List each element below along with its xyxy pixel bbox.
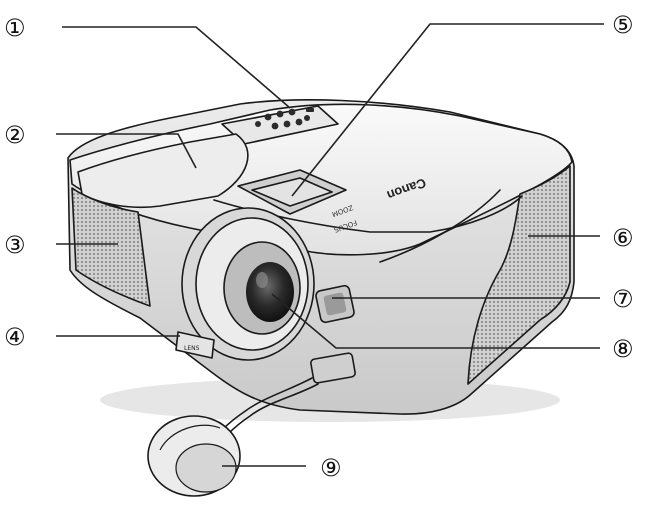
callout-2: ② bbox=[4, 121, 26, 149]
callout-8: ⑧ bbox=[612, 335, 634, 363]
lens-cap bbox=[147, 377, 319, 497]
callout-numbers: ① ② ③ ④ ⑤ ⑥ ⑦ ⑧ ⑨ bbox=[4, 11, 634, 482]
foot-label: LENS bbox=[184, 345, 200, 352]
leader-lines bbox=[56, 23, 604, 467]
leader-2 bbox=[56, 133, 197, 169]
leader-5 bbox=[291, 23, 604, 197]
left-vents bbox=[71, 187, 151, 307]
callout-1: ① bbox=[4, 14, 26, 42]
callout-4: ④ bbox=[4, 323, 26, 351]
control-panel bbox=[221, 105, 339, 145]
callout-9: ⑨ bbox=[320, 454, 342, 482]
callout-3: ③ bbox=[4, 231, 26, 259]
front-slot bbox=[310, 352, 356, 384]
projector-body: ZOOM FOCUS Canon LENS bbox=[67, 99, 575, 422]
right-vents bbox=[467, 165, 571, 385]
callout-6: ⑥ bbox=[612, 224, 634, 252]
leader-8 bbox=[271, 293, 600, 349]
lamp-cover bbox=[77, 133, 249, 209]
leader-1 bbox=[62, 26, 291, 109]
callout-7: ⑦ bbox=[612, 285, 634, 313]
adjuster-foot-button: LENS bbox=[175, 331, 215, 359]
callout-5: ⑤ bbox=[612, 11, 634, 39]
lens-glass bbox=[246, 262, 294, 322]
lens-assembly bbox=[181, 207, 315, 361]
